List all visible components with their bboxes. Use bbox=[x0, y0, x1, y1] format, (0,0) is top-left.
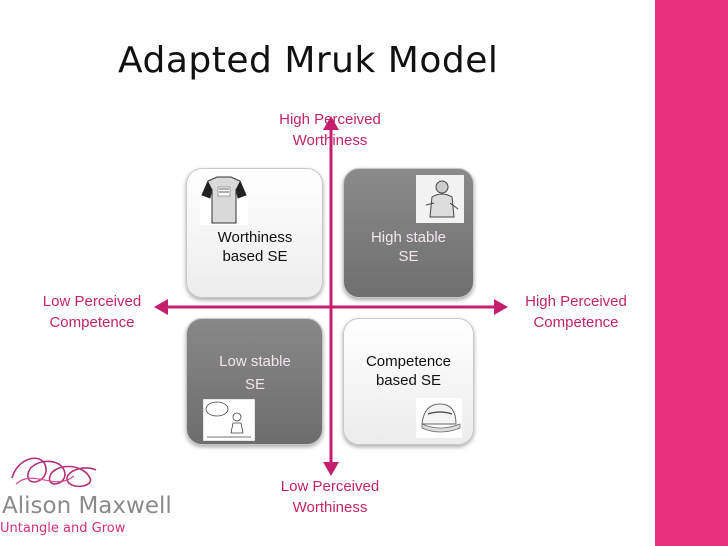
quadrant-top-left-label: Worthiness based SE bbox=[217, 229, 293, 265]
axis-label-bottom: Low Perceived Worthiness bbox=[280, 478, 380, 516]
arrow-right-icon bbox=[494, 299, 508, 315]
axis-label-right: High Perceived Competence bbox=[525, 293, 627, 331]
logo-name: Alison Maxwell bbox=[2, 493, 172, 519]
scribble-logo-icon bbox=[11, 457, 97, 488]
slide-title: Adapted Mruk Model bbox=[118, 40, 499, 81]
axis-label-top: High Perceived Worthiness bbox=[279, 111, 381, 149]
cartoon-figure-image bbox=[416, 175, 464, 223]
tshirt-image bbox=[200, 175, 248, 225]
arrow-left-icon bbox=[154, 299, 168, 315]
arrow-up-icon bbox=[323, 116, 339, 130]
quadrant-bottom-right-label: Competence based SE bbox=[365, 353, 452, 389]
quadrant-top-left: Worthiness based SE bbox=[186, 168, 323, 298]
quadrant-bottom-left-label: Low stable SE bbox=[219, 353, 291, 393]
accent-side-bar bbox=[655, 0, 728, 546]
quadrant-bottom-left: Low stable SE bbox=[186, 318, 323, 445]
axis-label-left: Low Perceived Competence bbox=[42, 293, 142, 331]
arrow-down-icon bbox=[323, 462, 339, 476]
cartoon-image bbox=[203, 399, 255, 441]
logo-tagline: Untangle and Grow bbox=[0, 521, 126, 536]
quadrant-top-right-label: High stable SE bbox=[370, 229, 447, 265]
cap-image bbox=[416, 398, 462, 438]
quadrant-top-right: High stable SE bbox=[343, 168, 474, 298]
quadrant-bottom-right: Competence based SE bbox=[343, 318, 474, 445]
